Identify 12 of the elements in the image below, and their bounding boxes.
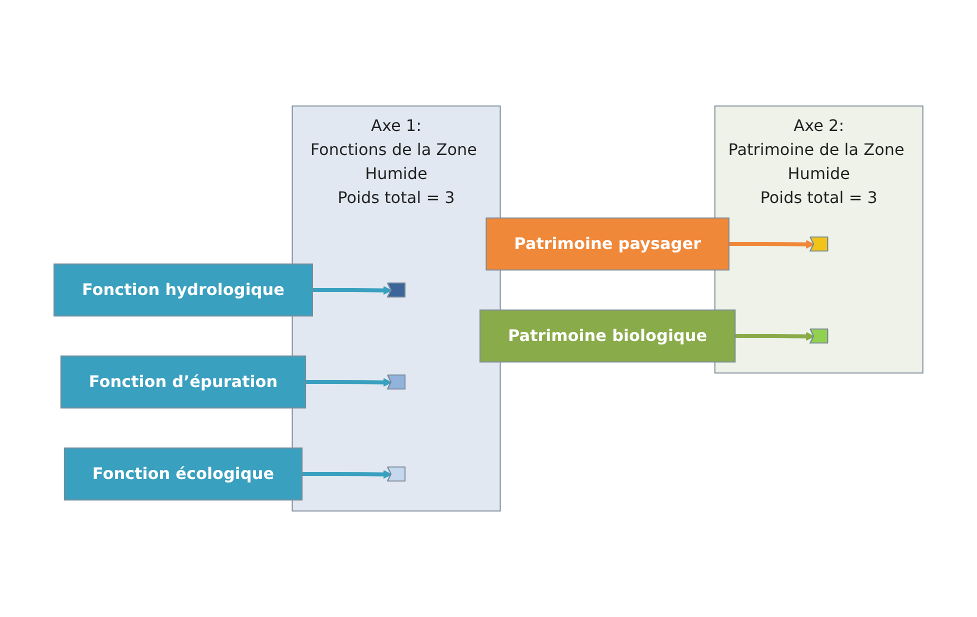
node-box: Patrimoine paysager bbox=[486, 218, 730, 270]
arrow bbox=[729, 240, 815, 249]
node-box: Fonction d’épuration bbox=[60, 356, 306, 408]
cluster: Axe 1: Fonctions de la Zone Humide Poids total = 3 bbox=[292, 106, 501, 512]
arrow bbox=[302, 470, 392, 479]
cluster: Axe 2: Patrimoine de la Zone Humide Poids total = 3 bbox=[714, 106, 924, 374]
node-box: Fonction hydrologique bbox=[54, 264, 314, 316]
node-box: Fonction écologique bbox=[64, 448, 303, 500]
arrow bbox=[735, 332, 815, 341]
arrow bbox=[306, 378, 392, 387]
node-box: Patrimoine biologique bbox=[480, 310, 736, 362]
arrow bbox=[312, 286, 392, 295]
